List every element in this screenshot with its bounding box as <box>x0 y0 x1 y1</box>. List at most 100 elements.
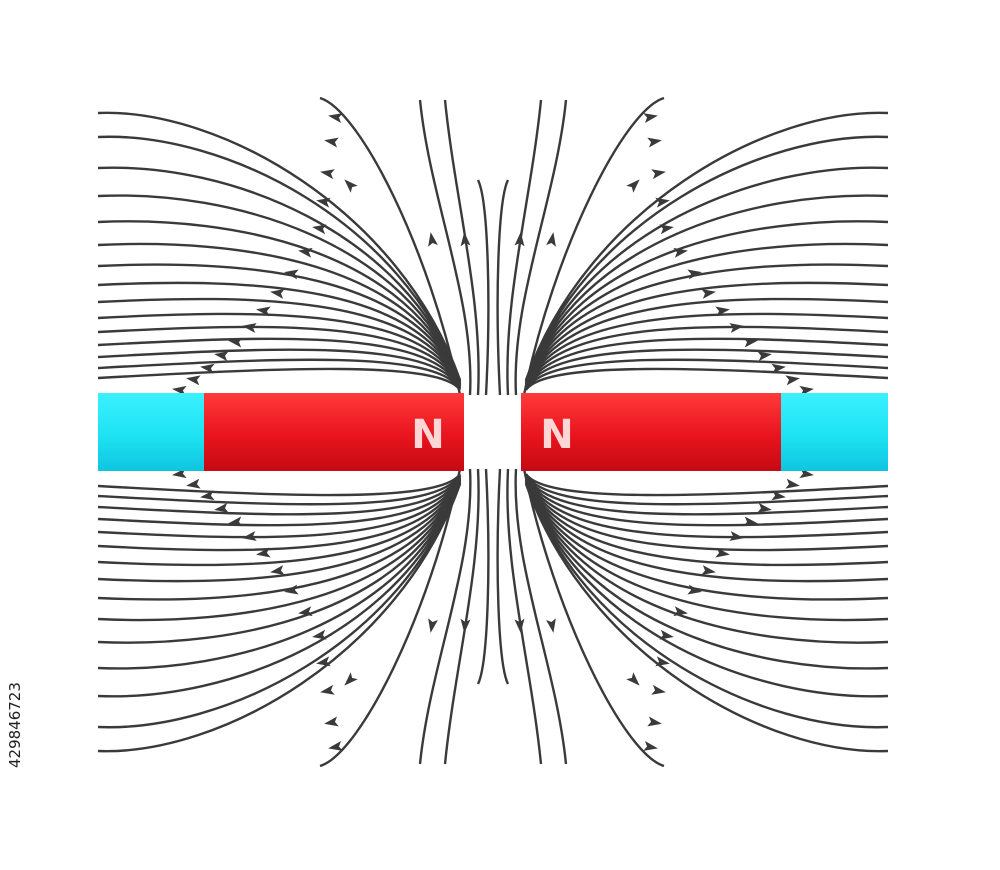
field-line-left-top <box>97 281 462 386</box>
field-line-center-left-bottom <box>443 468 480 765</box>
left-magnet-north-end <box>204 393 464 471</box>
field-line-center-left-bottom <box>418 468 472 765</box>
arrow-right-top <box>729 323 744 333</box>
field-line-left-bottom <box>97 474 462 506</box>
arrow-right-bottom <box>647 716 662 727</box>
field-line-left-top <box>97 312 462 387</box>
field-line-right-bottom <box>525 473 889 497</box>
field-line-outer-right-top <box>522 96 665 396</box>
field-line-right-bottom <box>524 482 889 698</box>
arrow-right-bottom <box>729 531 744 541</box>
arrow-right-bottom <box>659 629 674 640</box>
field-line-left-top <box>97 166 462 382</box>
left-magnet-north-label: N <box>411 412 444 458</box>
field-line-right-top <box>524 325 889 388</box>
field-line-left-bottom <box>97 480 462 622</box>
arrow-left-top <box>316 197 331 208</box>
field-line-left-bottom <box>97 479 462 601</box>
arrow-left-bottom <box>320 684 335 695</box>
field-line-right-bottom <box>524 474 889 516</box>
arrow-left-bottom <box>316 656 331 667</box>
arrow-center-left-bottom <box>428 618 438 633</box>
arrow-left-bottom <box>298 606 313 617</box>
field-line-left-bottom <box>97 476 462 539</box>
arrow-left-top <box>256 306 271 317</box>
field-line-center-left-bottom <box>476 468 490 685</box>
arrow-left-bottom <box>242 531 257 541</box>
field-line-center-left-top <box>443 99 480 396</box>
field-line-left-bottom <box>97 474 462 516</box>
arrow-left-top <box>298 247 313 258</box>
field-line-left-top <box>97 220 462 384</box>
arrow-right-top <box>647 137 662 148</box>
arrow-right-top <box>673 247 688 258</box>
arrow-right-top <box>659 224 674 235</box>
field-line-left-bottom <box>97 480 462 644</box>
field-line-center-right-bottom <box>506 468 543 765</box>
arrow-left-bottom <box>270 565 285 575</box>
arrow-right-top <box>771 363 786 374</box>
field-line-right-top <box>524 297 889 387</box>
field-line-left-bottom <box>97 475 462 527</box>
arrow-right-top <box>701 289 716 299</box>
arrow-right-bottom <box>673 606 688 617</box>
arrow-left-top <box>312 224 327 235</box>
arrow-right-top <box>687 269 702 280</box>
field-line-center-right-top <box>496 179 510 396</box>
arrow-left-top <box>328 113 343 123</box>
arrow-outer-right-bottom <box>626 672 640 686</box>
arrow-left-bottom <box>284 584 299 595</box>
field-line-left-bottom <box>97 473 461 497</box>
field-line-right-top <box>524 337 889 389</box>
arrow-right-top <box>715 306 730 317</box>
left-magnet-south-end <box>98 393 206 471</box>
field-line-right-top <box>525 367 889 391</box>
arrow-left-top <box>284 269 299 280</box>
arrow-right-top <box>643 113 658 123</box>
field-line-right-top <box>524 166 889 382</box>
field-line-left-top <box>97 111 462 381</box>
field-line-right-bottom <box>524 479 889 601</box>
arrow-right-bottom <box>757 502 772 513</box>
arrow-right-top <box>757 351 772 362</box>
arrow-left-top <box>228 337 243 348</box>
field-line-right-bottom <box>524 483 889 753</box>
field-line-left-top <box>97 297 462 387</box>
stock-id-watermark: 429846723 <box>6 682 24 768</box>
arrow-right-bottom <box>651 684 666 695</box>
left-magnet: N <box>98 393 464 471</box>
field-line-left-bottom <box>97 482 462 729</box>
field-line-left-top <box>97 135 462 382</box>
arrow-center-right-bottom <box>514 618 525 633</box>
field-line-right-bottom <box>524 477 889 567</box>
arrow-left-top <box>270 289 285 299</box>
field-line-right-bottom <box>524 481 889 670</box>
field-line-center-right-top <box>506 99 543 396</box>
arrow-right-bottom <box>701 565 716 575</box>
arrow-center-right-bottom <box>546 618 556 633</box>
field-line-left-bottom <box>97 481 462 670</box>
arrow-right-top <box>655 197 670 208</box>
arrow-center-right-top <box>514 232 525 247</box>
field-line-left-top <box>97 337 462 389</box>
field-lines <box>97 96 889 768</box>
field-line-outer-right-bottom <box>522 468 665 768</box>
right-magnet-south-end <box>781 393 888 471</box>
arrow-right-top <box>785 375 800 386</box>
arrow-right-bottom <box>655 656 670 667</box>
field-line-left-top <box>97 325 462 388</box>
arrow-outer-left-top <box>344 179 358 193</box>
field-line-outer-left-top <box>319 96 462 396</box>
arrow-right-bottom <box>785 478 800 489</box>
arrow-left-top <box>320 169 335 180</box>
arrow-center-left-top <box>428 232 438 247</box>
arrow-right-bottom <box>771 490 786 501</box>
field-direction-arrows <box>172 113 814 751</box>
arrow-right-bottom <box>643 741 658 751</box>
field-line-right-bottom <box>524 475 889 527</box>
arrow-left-bottom <box>214 502 229 513</box>
arrow-right-bottom <box>743 516 758 527</box>
field-line-center-left-top <box>418 99 472 396</box>
field-line-right-top <box>524 312 889 387</box>
